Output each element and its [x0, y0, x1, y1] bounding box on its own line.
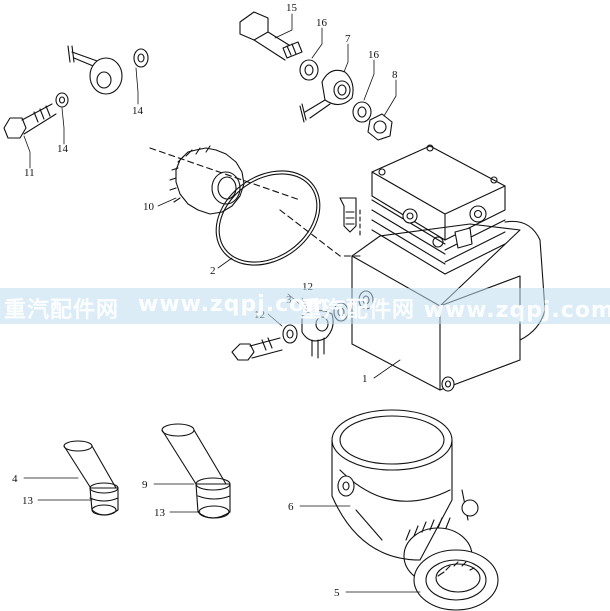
part-gear [149, 145, 301, 215]
part-tube-left [63, 440, 119, 516]
part-adapter-housing [331, 409, 479, 585]
part-washer-upper-right [352, 101, 372, 123]
part-o-ring [215, 170, 321, 266]
callout-16-upper-right: 16 [368, 49, 380, 61]
callout-labels: 15 16 7 16 8 14 14 11 10 2 12 3 12 1 4 1… [12, 2, 398, 599]
callout-11: 11 [24, 167, 35, 179]
callout-10: 10 [143, 201, 155, 213]
callout-14-right: 14 [132, 105, 144, 117]
part-nut [367, 113, 393, 141]
callout-4: 4 [12, 473, 18, 485]
callout-5: 5 [334, 587, 340, 599]
callout-16-upper-left: 16 [316, 17, 328, 29]
part-tube-right [161, 423, 231, 519]
watermark-left: 重汽配件网 [4, 298, 120, 323]
part-washer-upper-left [299, 59, 319, 81]
watermark-mid: www.zqpj.com [138, 292, 330, 317]
callout-6: 6 [288, 501, 294, 513]
callout-1: 1 [362, 373, 368, 385]
callout-9: 9 [142, 479, 148, 491]
callout-13-left: 13 [22, 495, 34, 507]
part-flange [413, 549, 499, 611]
callout-12-upper: 12 [302, 281, 313, 293]
watermark-band: 重汽配件网 www.zqpj.com 重汽配件网 www.zqpj.com [0, 288, 610, 324]
part-banjo-fitting-left [67, 45, 149, 95]
callout-15: 15 [286, 2, 298, 14]
callout-8: 8 [392, 69, 398, 81]
part-banjo-bolt-left [3, 92, 69, 139]
part-banjo-bolt-top [239, 11, 303, 61]
callout-7: 7 [345, 33, 351, 45]
callout-13-right: 13 [154, 507, 166, 519]
part-compressor-body [339, 144, 546, 392]
watermark-right: 重汽配件网 www.zqpj.com [300, 298, 610, 323]
part-banjo-fitting-upper [299, 69, 354, 123]
callout-14-left: 14 [57, 143, 69, 155]
callout-2: 2 [210, 265, 216, 277]
